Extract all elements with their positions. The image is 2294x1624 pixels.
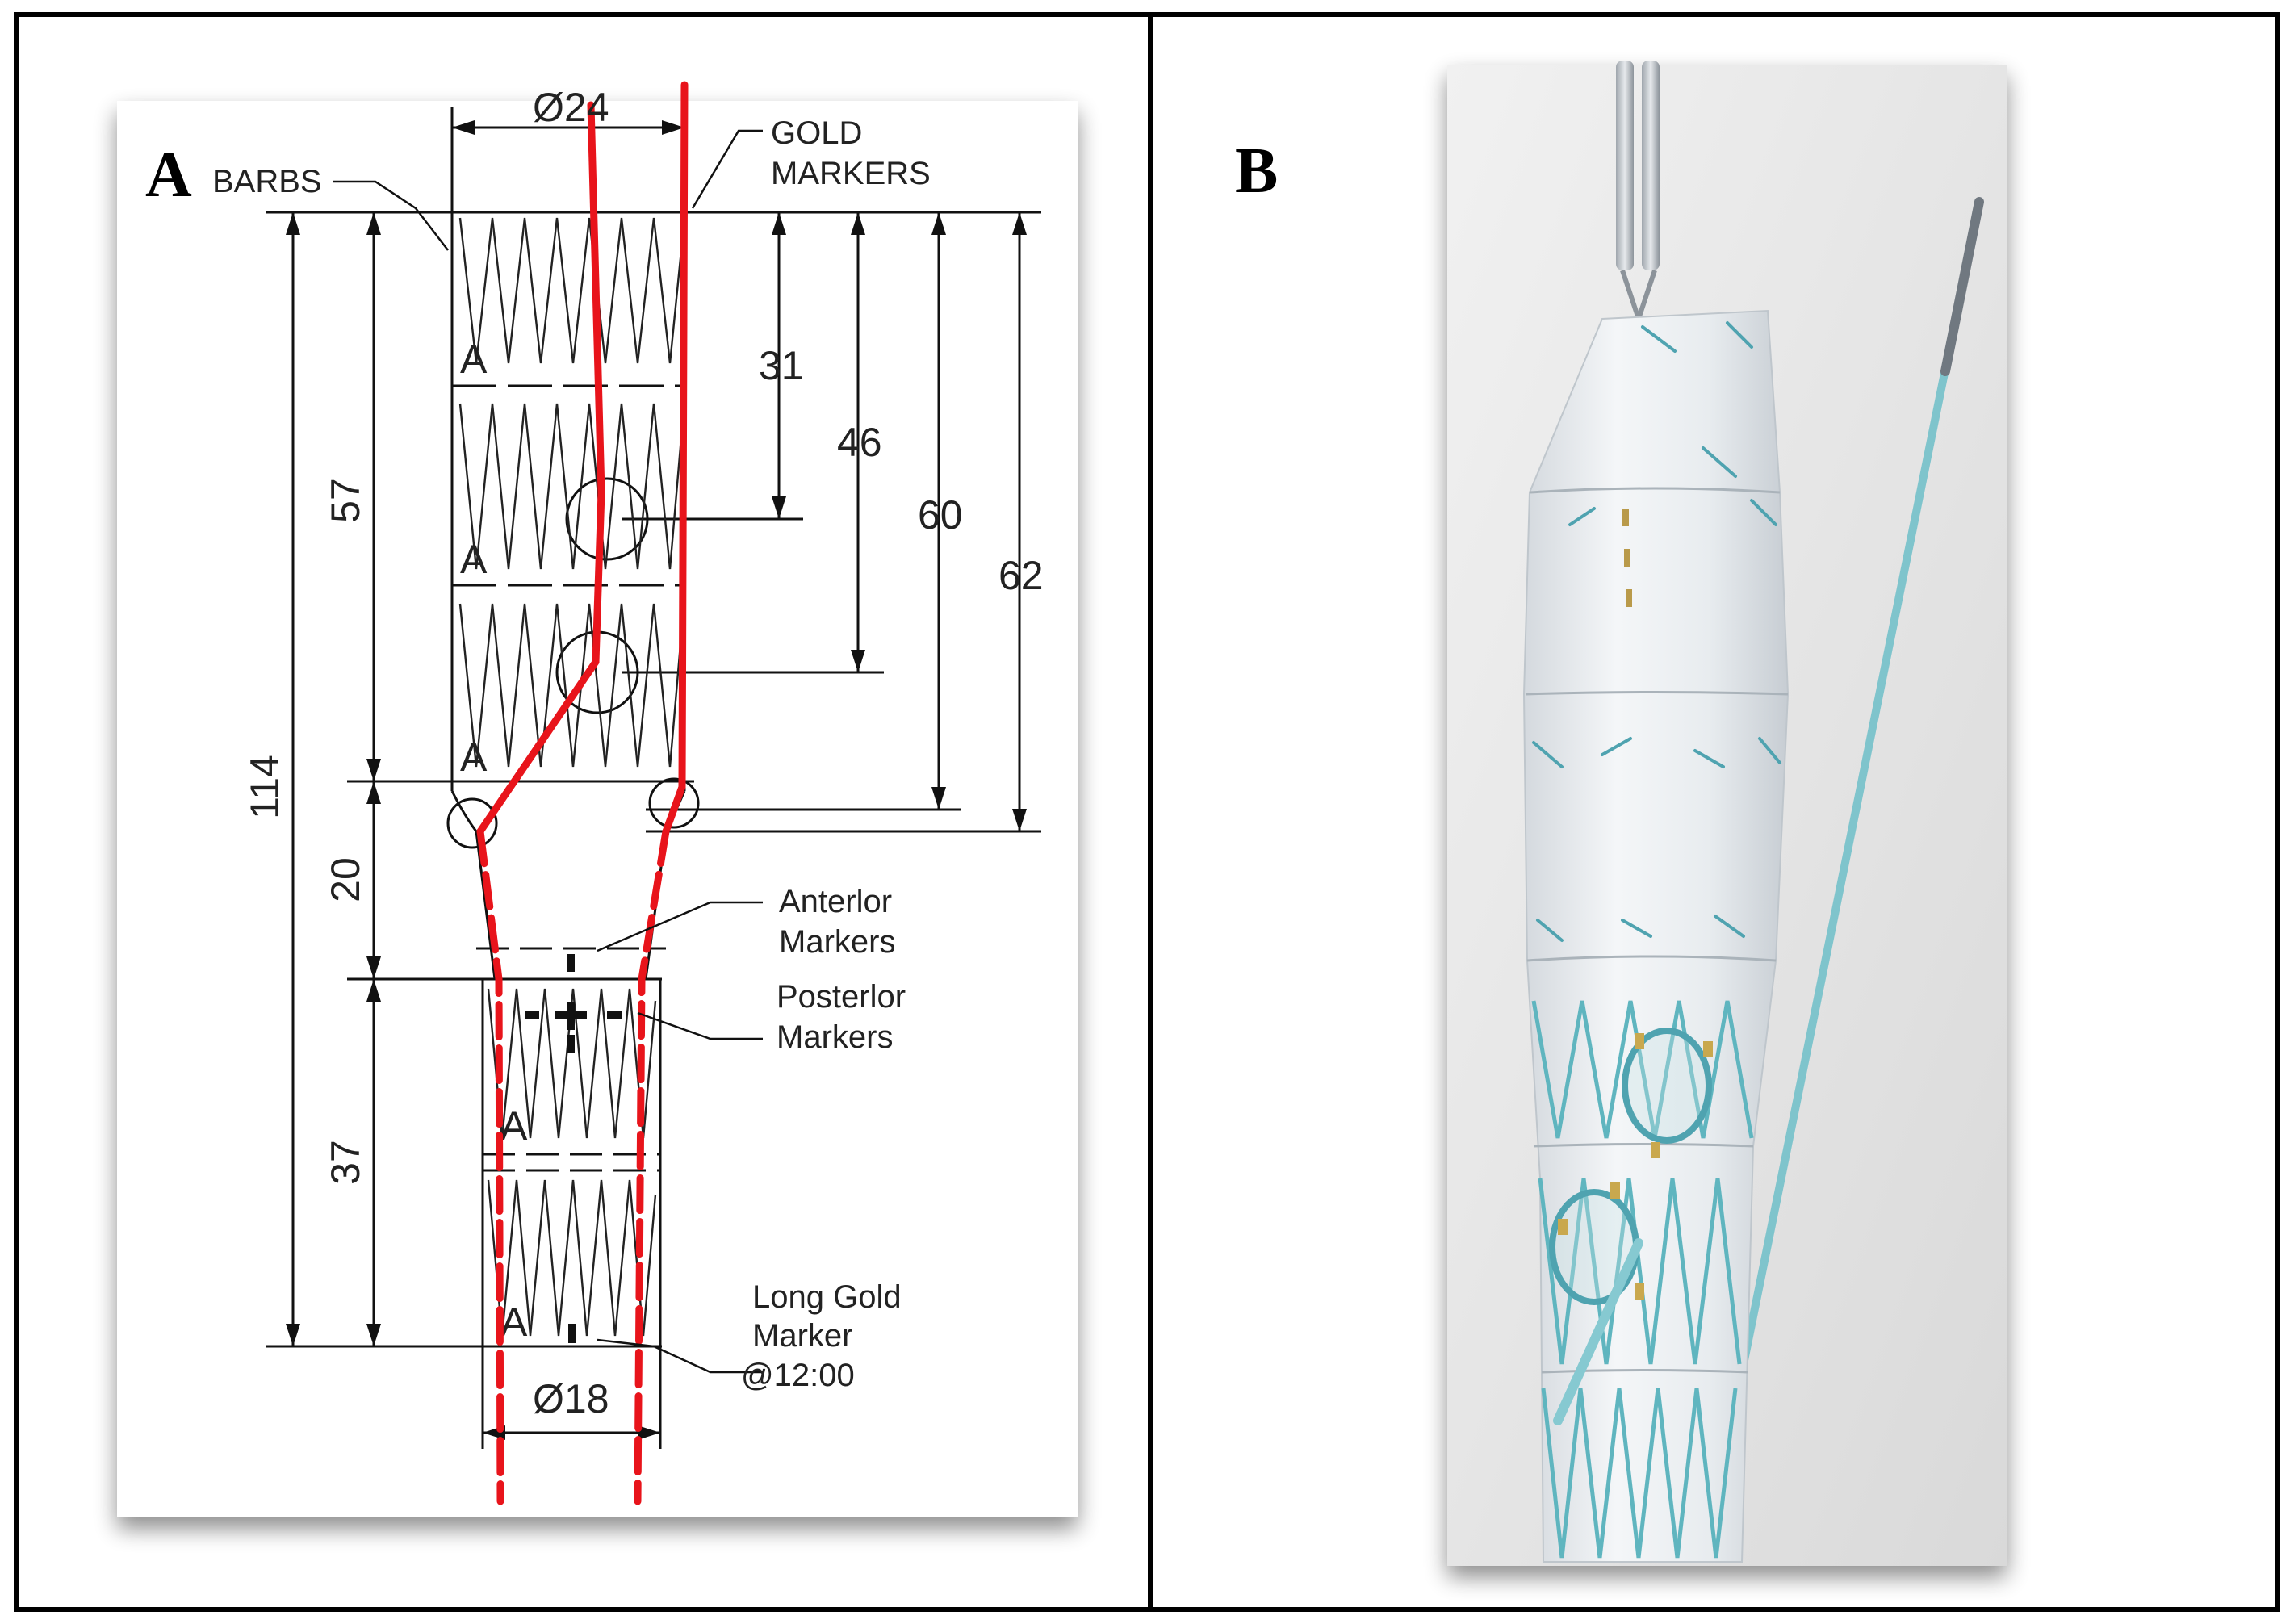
ring-letter-5: A [500,1300,528,1345]
long-gold-marker-label-2: Marker [752,1318,852,1354]
gold-markers-label-1: GOLD [771,115,862,151]
leader-lines [333,129,763,1374]
panel-b-label: B [1235,136,1278,207]
dim-57-label: 57 [323,478,368,523]
panel-b: B [1235,61,2007,1566]
zstent-rings-lower [487,988,657,1337]
anterior-markers-label-1: Anterlor [779,884,892,919]
guidewires [476,81,689,1505]
ring-letter-3: A [460,735,488,780]
dim-46-label: 46 [837,420,882,465]
dim-114-label: 114 [242,755,287,819]
gold-markers-label-2: MARKERS [771,156,931,191]
panel-a: A A A A A [117,81,1078,1517]
panel-a-label: A [145,140,192,211]
dim-37-label: 37 [323,1140,368,1185]
barbs-label: BARBS [212,164,322,199]
posterior-markers-label-1: Posterlor [777,979,906,1015]
dim-60-label: 60 [918,492,963,538]
dim-20-label: 20 [323,857,368,902]
guidewire-left [476,101,605,835]
stent-graft [1522,309,1790,1563]
guidewire-left-lower [476,827,504,1505]
dimension-arrows [286,120,1027,1440]
posterior-markers-label-2: Markers [777,1019,893,1055]
anterior-markers-label-2: Markers [779,924,895,960]
guidewire-right [662,81,689,835]
zstent-rings-upper [458,217,684,768]
diameter-bottom-label: Ø18 [533,1376,609,1421]
ring-letter-2: A [460,537,488,582]
ring-letters: A A A A A [460,337,528,1345]
dim-62-label: 62 [998,553,1044,598]
long-gold-marker-label-3: @12:00 [741,1358,855,1393]
ring-letter-4: A [500,1103,528,1149]
guide-catheter [1738,197,1984,1376]
ring-letter-1: A [460,337,488,382]
long-gold-marker-label-1: Long Gold [752,1279,902,1315]
guidewire-right-lower [634,827,670,1505]
dim-31-label: 31 [759,343,804,388]
delivery-rods [1616,61,1660,327]
diameter-top-label: Ø24 [533,85,609,130]
radiopaque-markers [525,954,622,1343]
